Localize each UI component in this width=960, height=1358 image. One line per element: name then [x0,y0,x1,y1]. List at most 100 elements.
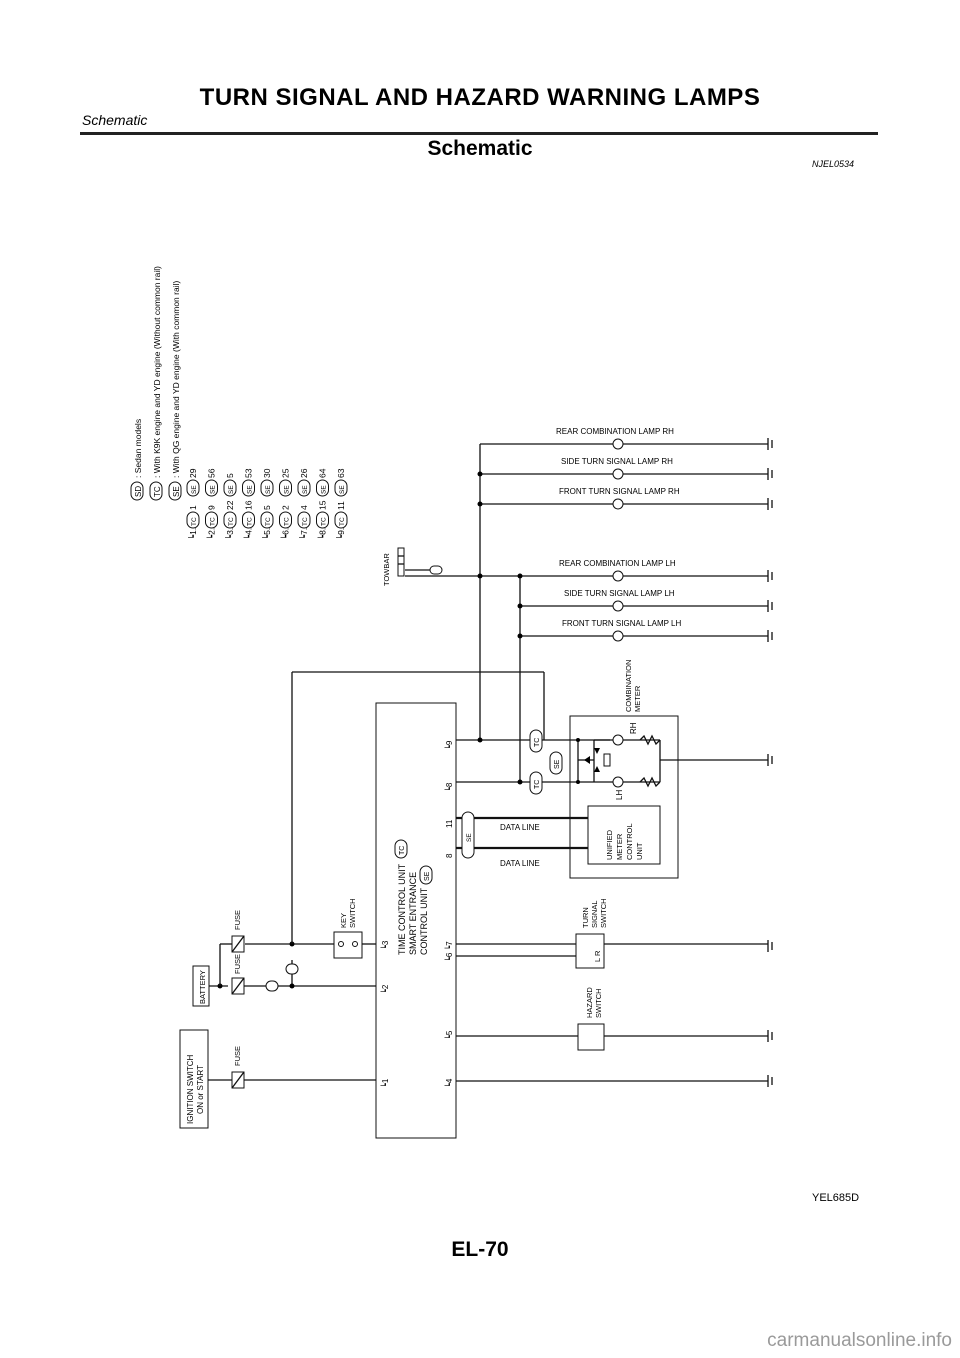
pin-8-label: ┕8 [444,782,454,792]
ignition-switch-icon [179,1029,209,1129]
front-turn-lamp-lh-label: FRONT TURN SIGNAL LAMP LH [562,619,682,628]
footer-watermark-url: carmanualsonline.info [767,1330,952,1351]
turn-signal-switch-line: SWITCH [599,898,608,928]
legend-row-se: 30 [262,468,272,478]
legend-row-se-badge-text: SE [210,485,217,494]
connector-tags: TC SE TC [529,729,563,795]
legend-row-tc-badge-text: TC [321,517,328,526]
svg-text:TC: TC [399,846,406,855]
meter-lh-label: LH [615,790,624,800]
turn-signal-lr: L R [593,950,602,962]
legend-row-tc-badge-text: TC [284,517,291,526]
legend-row-ref: ┕2..... [206,518,217,540]
svg-text:TC: TC [534,738,541,747]
legend-row-tc-badge-text: TC [191,517,198,526]
legend-row-tc: 1 [188,505,198,510]
unified-meter-line: METER [615,833,624,860]
lh-resistor-icon [639,776,661,788]
fuse-2-label: FUSE [233,954,242,974]
legend: SD : Sedan models TC : With K9K engine a… [130,266,348,540]
legend-row-se-badge [260,479,274,497]
legend-tc-text: : With K9K engine and YD engine (Without… [152,266,162,478]
side-turn-lamp-lh-bulb-icon [612,600,624,612]
legend-row-ref: ┕8..... [317,518,328,540]
legend-row-tc: 9 [207,505,217,510]
legend-row-tc-badge-text: TC [210,517,217,526]
legend-row-tc-badge-text: TC [265,517,272,526]
turn-signal-switch-line: SIGNAL [590,900,599,928]
legend-row-tc-badge [242,511,255,529]
legend-row-se-badge [334,479,348,497]
front-turn-lamp-rh-bulb-icon [612,498,624,510]
legend-row-se-badge [186,479,200,497]
pin-9-label: ┕9 [444,740,454,750]
lh-diode-icon [594,766,600,772]
legend-row-tc: 22 [225,500,235,510]
legend-row-ref: ┕4..... [243,518,254,540]
section-title: Schematic [427,137,533,160]
turn-signal-switch-icon [575,933,605,969]
pin-2-label: ┕2 [380,984,390,994]
pin-8b-label: 8 [445,853,454,858]
key-switch-line: KEY [339,913,348,928]
legend-row-ref: ┕7..... [298,518,309,540]
legend-row-se: 25 [281,468,291,478]
svg-text:SE: SE [554,759,561,769]
legend-row-se-badge-text: SE [321,485,328,494]
battery-label: BATTERY [198,970,207,1004]
sd-tag [429,565,443,575]
meter-bulb-icon [603,753,611,767]
legend-row-se: 26 [299,468,309,478]
se-badge [168,481,182,501]
se-badge-text: SE [172,486,181,497]
legend-row-tc-badge [297,511,311,529]
hazard-switch-icon [577,1023,605,1051]
rh-resistor-icon [639,734,661,746]
fuse-1-label: FUSE [233,910,242,930]
legend-row-se: 56 [207,468,217,478]
fuse-3-label: FUSE [233,1046,242,1066]
side-turn-lamp-rh-bulb-icon [612,468,624,480]
sd-badge-text: SD [134,486,143,497]
legend-row-ref: ┕9..... [335,518,346,540]
combination-meter-label-1: COMBINATION [624,660,633,712]
legend-row-tc-badge-text: TC [247,517,254,526]
legend-row-se: 64 [318,468,328,478]
towbar-connector: TOWBAR [382,547,443,586]
legend-row-tc: 15 [318,500,328,510]
tc-badge [149,481,163,501]
ignition-switch-label-2: ON or START [196,1065,205,1114]
pin-1-label: ┕1 [380,1078,390,1088]
svg-text:SE: SE [424,871,431,881]
pin-5-label: ┕5 [444,1030,454,1040]
legend-row-se: 29 [188,468,198,478]
combination-meter-label-2: METER [633,685,642,712]
legend-row-tc: 16 [244,500,254,510]
legend-row-se-badge [242,479,255,497]
legend-row-tc: 2 [281,505,291,510]
legend-row-ref: ┕6..... [280,518,291,540]
unified-meter-line: CONTROL [625,823,634,860]
legend-row-se-badge [279,479,292,497]
legend-row-se-badge-text: SE [302,485,309,494]
data-line-label-1: DATA LINE [500,823,540,832]
header-divider [80,132,878,135]
tcu-label-1: TIME CONTROL UNIT [397,863,407,955]
legend-row-se-badge-text: SE [284,485,291,494]
legend-row-ref: ┕5..... [261,518,272,540]
pin-3-label: ┕3 [380,940,390,950]
legend-row-tc: 5 [262,505,272,510]
legend-row-se-badge [297,479,311,497]
meter-rh-label: RH [629,722,638,734]
legend-row-ref: ┕1..... [187,518,198,540]
legend-row-tc-badge [316,511,329,529]
figure-code: YEL685D [812,1192,860,1204]
data-line-label-2: DATA LINE [500,859,540,868]
ignition-switch-label-1: IGNITION SWITCH [186,1054,195,1124]
legend-sd-text: : Sedan models [133,419,143,478]
